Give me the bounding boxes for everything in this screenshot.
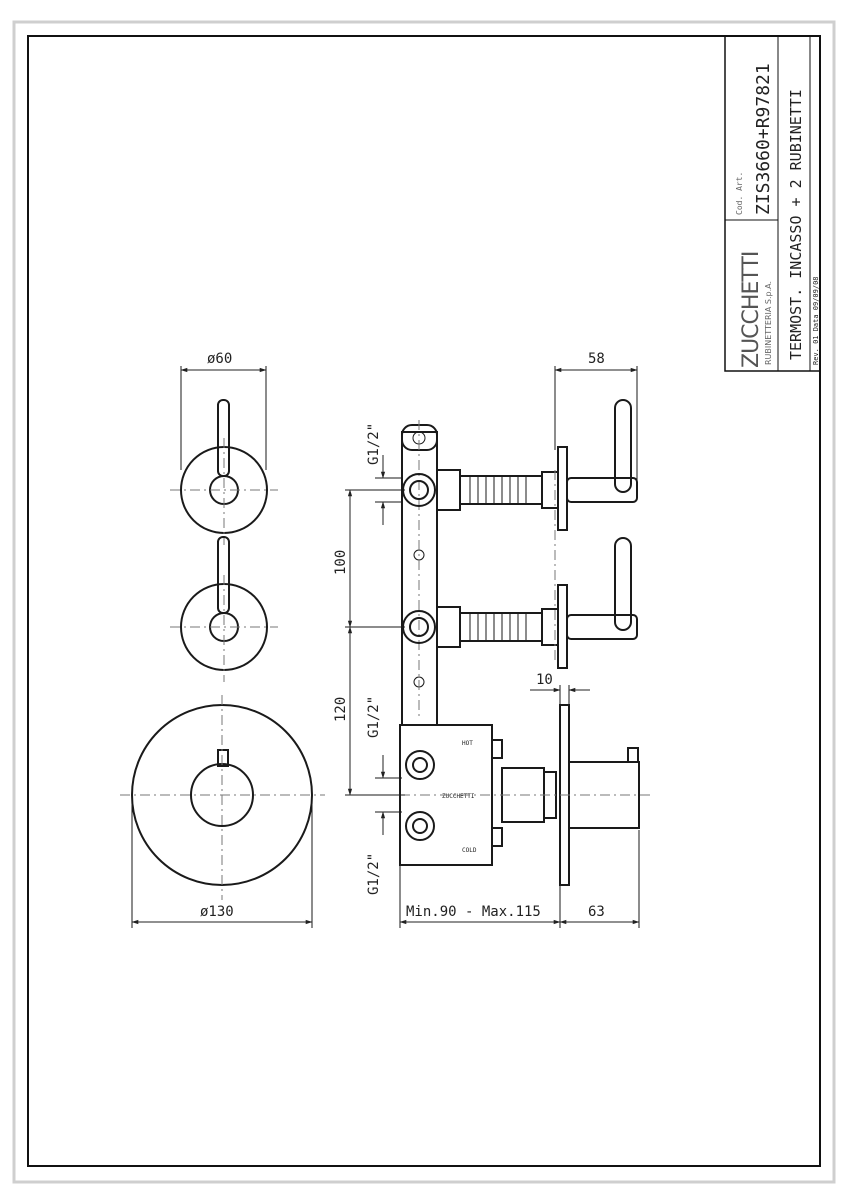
- thread-top-label: G1/2": [366, 423, 382, 465]
- valve-front-lower: [170, 536, 278, 682]
- cold-label: COLD: [462, 847, 477, 854]
- title-block: ZUCCHETTI RUBINETTERIA S.p.A. Cod. Art. …: [724, 35, 821, 372]
- code-label: Cod. Art.: [735, 172, 744, 215]
- dia-60-label: ø60: [207, 351, 232, 367]
- article-code: ZIS3660+R97821: [753, 63, 774, 215]
- pitch-100-label: 100: [333, 550, 349, 575]
- revision-date: Rev. 01 Data 09/09/08: [812, 276, 820, 365]
- side-view: HOT ZUCCHETTI COLD 100 120 G1/2": [333, 351, 650, 928]
- hot-label: HOT: [462, 740, 473, 747]
- depth-63-label: 63: [588, 904, 605, 920]
- thread-bottom-label: G1/2": [366, 853, 382, 895]
- pitch-120-label: 120: [333, 697, 349, 722]
- thread-mid-label: G1/2": [366, 696, 382, 738]
- bottom-dimensions: Min.90 - Max.115 63: [399, 830, 640, 928]
- brand-subtitle: RUBINETTERIA S.p.A.: [764, 281, 773, 365]
- dimension-58: 58: [554, 351, 638, 480]
- body-brand-label: ZUCCHETTI: [442, 793, 475, 800]
- dimension-dia-60: ø60: [180, 351, 267, 470]
- drawing-frame: [27, 35, 821, 1167]
- dia-130-label: ø130: [200, 904, 234, 920]
- thermostat-front: [120, 695, 325, 900]
- valve-front-upper: [170, 399, 278, 545]
- brand-logo: ZUCCHETTI: [739, 252, 764, 368]
- install-range-label: Min.90 - Max.115: [406, 904, 541, 920]
- side-dimensions: 100 120 G1/2" G1/2" G1/2": [333, 423, 405, 895]
- dimension-10: 10: [530, 672, 590, 705]
- plate-10-label: 10: [536, 672, 553, 688]
- product-description: TERMOST. INCASSO + 2 RUBINETTI: [787, 89, 805, 360]
- dimension-dia-130: ø130: [131, 800, 313, 928]
- outer-border: [12, 20, 836, 1184]
- depth-58-label: 58: [588, 351, 605, 367]
